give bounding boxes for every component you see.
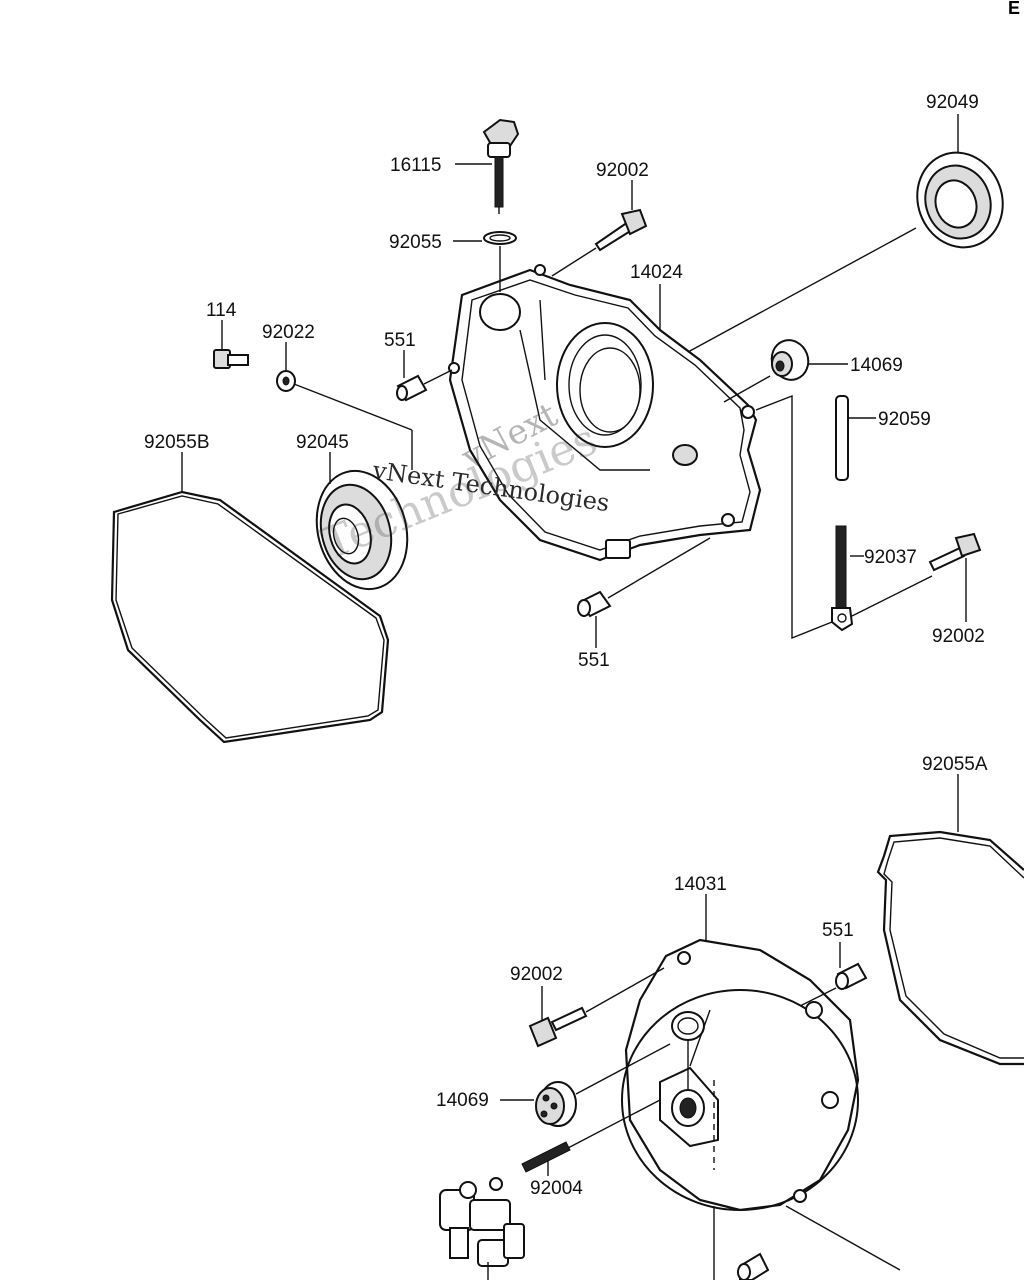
label-92002-bottom: 92002 (510, 964, 563, 985)
label-92002-right: 92002 (932, 626, 985, 647)
bearing-92045-part (315, 469, 409, 591)
dowel-551-a-part (396, 374, 428, 402)
label-16115: 16115 (390, 155, 441, 176)
label-92002-top: 92002 (596, 160, 649, 181)
label-114: 114 (206, 300, 237, 321)
stud-92004-part (521, 1141, 571, 1173)
label-14069-bottom: 14069 (436, 1090, 489, 1111)
label-14069-top: 14069 (850, 355, 903, 376)
o-ring-92055-part (483, 231, 517, 245)
valve-fitting-part (439, 1177, 525, 1280)
label-92055A: 92055A (922, 754, 988, 775)
bushing-14069-bottom-part (535, 1081, 577, 1127)
bolt-92002-top-part (594, 208, 648, 252)
pin-92059-part (835, 395, 849, 481)
label-92055B: 92055B (144, 432, 210, 453)
cover-14024-part (448, 264, 762, 562)
dowel-bottom-part (737, 1252, 770, 1280)
label-92049: 92049 (926, 92, 979, 113)
gasket-92055A-part (876, 830, 1024, 1066)
bracket-line (755, 394, 833, 640)
dipstick-part (482, 118, 520, 214)
label-92045: 92045 (296, 432, 349, 453)
label-92037: 92037 (864, 547, 917, 568)
label-92004: 92004 (530, 1178, 583, 1199)
corner-label: E (1008, 0, 1020, 18)
dowel-551-c-part (835, 962, 868, 990)
label-14024: 14024 (630, 262, 683, 283)
bolt-92002-right-part (928, 532, 982, 572)
gasket-92055B-part (110, 490, 390, 744)
bolt-114-part (213, 349, 249, 369)
washer-92022-part (276, 370, 296, 392)
label-551-c: 551 (822, 920, 854, 941)
label-14031: 14031 (674, 874, 727, 895)
label-551-a: 551 (384, 330, 416, 351)
cover-14031-part (621, 938, 860, 1212)
label-551-b: 551 (578, 650, 610, 671)
rod-92037-part (831, 525, 854, 632)
bolt-92002-bottom-part (528, 1006, 588, 1048)
dowel-551-b-part (577, 590, 612, 618)
label-92022: 92022 (262, 322, 315, 343)
label-92059: 92059 (878, 409, 931, 430)
seal-92049-part (916, 151, 1004, 249)
bushing-14069-top-part (770, 339, 810, 381)
label-92055: 92055 (389, 232, 442, 253)
